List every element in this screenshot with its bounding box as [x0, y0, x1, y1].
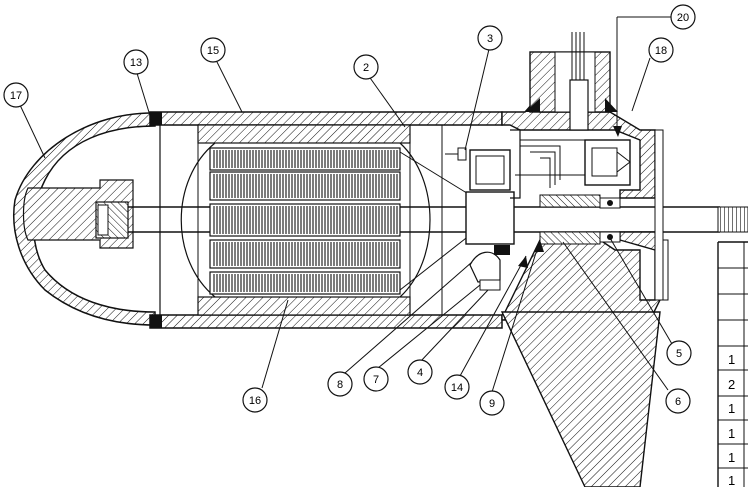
- balloon-3-label: 3: [487, 33, 493, 45]
- terminal-block: [445, 147, 515, 245]
- bearing-seal: [539, 194, 621, 245]
- connector-assembly: [510, 129, 631, 199]
- balloon-9-label: 9: [489, 398, 495, 410]
- balloon-5: 5: [666, 340, 692, 366]
- balloon-7: 7: [363, 366, 389, 392]
- balloon-15-label: 15: [207, 45, 219, 57]
- balloon-17: 17: [3, 82, 29, 108]
- balloon-14-label: 14: [451, 382, 463, 394]
- balloon-4-label: 4: [417, 367, 423, 379]
- nose-cone: [13, 112, 156, 326]
- balloon-4: 4: [407, 359, 433, 385]
- lamination-stack: [209, 147, 401, 295]
- balloon-18-label: 18: [655, 45, 667, 57]
- balloon-15: 15: [200, 37, 226, 63]
- parts-quantity-table: 1 2 1 1 1 1: [717, 241, 748, 488]
- balloon-8: 8: [327, 371, 353, 397]
- stator-ring-top: [197, 124, 411, 144]
- balloon-3: 3: [477, 25, 503, 51]
- lamination-band: [209, 171, 401, 201]
- balloon-8-label: 8: [337, 379, 343, 391]
- balloon-13-label: 13: [130, 57, 142, 69]
- balloon-16-label: 16: [249, 395, 261, 407]
- arrowheads: [518, 126, 622, 268]
- balloon-20-label: 20: [677, 12, 689, 24]
- balloon-6-label: 6: [675, 396, 681, 408]
- balloon-14: 14: [444, 374, 470, 400]
- stator-ring-bottom: [197, 296, 411, 316]
- balloon-6: 6: [665, 388, 691, 414]
- lamination-band: [209, 239, 401, 269]
- qty-cell: 1: [728, 473, 735, 487]
- rotor-end-right: [399, 142, 431, 298]
- qty-cell: 1: [728, 352, 735, 367]
- balloon-7-label: 7: [373, 374, 379, 386]
- qty-cell: 1: [728, 401, 735, 416]
- qty-cell: 2: [728, 377, 735, 392]
- rotor-end-left: [180, 142, 216, 298]
- balloon-13: 13: [123, 49, 149, 75]
- balloon-9: 9: [479, 390, 505, 416]
- balloon-17-label: 17: [10, 90, 22, 102]
- qty-cell: 1: [728, 426, 735, 441]
- winding-leads: [399, 151, 471, 291]
- balloon-18: 18: [648, 37, 674, 63]
- mounting-bracket: [500, 311, 661, 488]
- qty-cell: 1: [728, 450, 735, 465]
- balloon-2-label: 2: [363, 62, 369, 74]
- balloon-2: 2: [353, 54, 379, 80]
- cable-gland: [525, 32, 618, 131]
- balloon-16: 16: [242, 387, 268, 413]
- leader-lines: [19, 17, 673, 393]
- lamination-band: [209, 203, 401, 237]
- sensor-circuit: [469, 245, 510, 291]
- balloon-callouts: 17 13 15 2 3 20 18 16 8 7 4 14 9 6 5: [3, 4, 696, 416]
- balloon-20: 20: [617, 4, 696, 30]
- balloon-5-label: 5: [676, 348, 682, 360]
